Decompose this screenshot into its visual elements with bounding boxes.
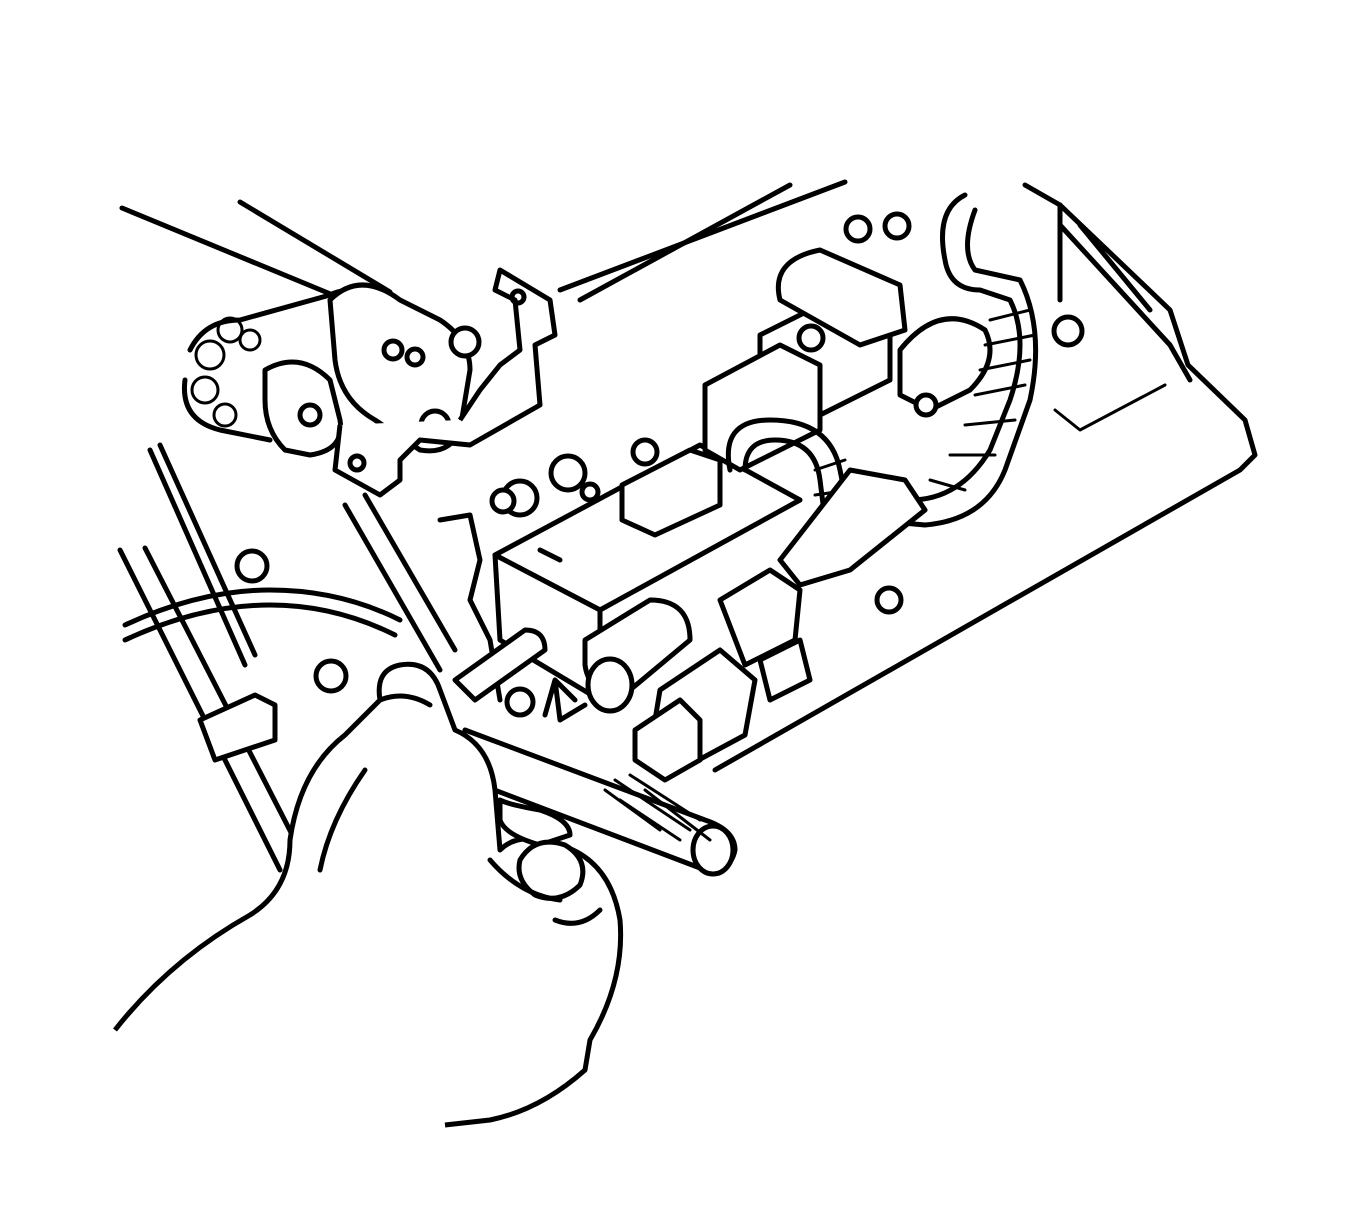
screwdriver-tool: [452, 627, 738, 877]
direction-arrow: [542, 677, 588, 723]
hand: [113, 661, 624, 1128]
lower-hardware: [117, 442, 458, 873]
steering-shaft-assembly: [181, 282, 482, 458]
connector-group: [504, 567, 904, 783]
mounting-bracket: [332, 267, 558, 498]
chassis-panel: [119, 179, 1258, 773]
wiring-harness: [725, 192, 1039, 588]
